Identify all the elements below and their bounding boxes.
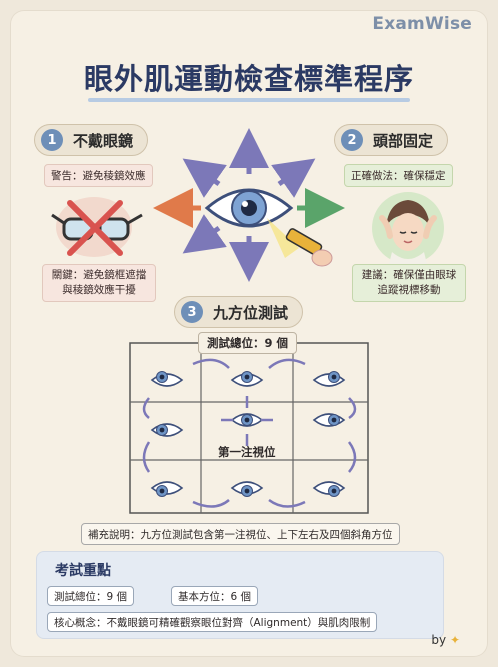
brand-logo: ExamWise xyxy=(372,14,472,34)
flashlight-icon xyxy=(285,228,333,267)
gaze-direction-arrow xyxy=(192,358,230,369)
total-positions-label: 測試總位：9 個 xyxy=(198,332,298,354)
nine-eyes xyxy=(142,358,357,508)
gaze-direction-arrow xyxy=(268,358,306,369)
section-2-header: 2 頭部固定 xyxy=(334,124,449,156)
eye-icon xyxy=(204,188,294,228)
person-head-icon xyxy=(372,192,444,268)
section-3-header: 3 九方位測試 xyxy=(174,296,304,328)
section-2-number: 2 xyxy=(341,129,363,151)
supplement-note: 補充說明：九方位測試包含第一注視位、上下左右及四個斜角方位 xyxy=(81,523,400,545)
footer-by-text: by xyxy=(431,633,447,647)
section-1-number: 1 xyxy=(41,129,63,151)
gaze-direction-arrow xyxy=(268,498,306,508)
gaze-eye-icon xyxy=(150,423,184,437)
central-eye-diagram xyxy=(153,128,345,282)
gaze-eye-icon xyxy=(150,371,184,387)
exam-title: 考試重點 xyxy=(55,563,111,579)
gaze-eye-icon xyxy=(150,481,184,497)
gaze-eye-icon xyxy=(312,371,346,387)
exam-chip-core: 核心概念：不戴眼鏡可精確觀察眼位對齊（Alignment）與肌肉限制 xyxy=(47,612,378,632)
correct-method-tag: 正確做法：確保穩定 xyxy=(344,164,453,187)
advice-tag: 建議：確保僅由眼球追蹤視標移動 xyxy=(352,264,466,302)
gaze-eye-icon xyxy=(230,371,264,387)
exam-chip-basic: 基本方位：6 個 xyxy=(171,586,259,606)
gaze-direction-arrow xyxy=(347,441,357,473)
exam-chip-total: 測試總位：9 個 xyxy=(47,586,135,606)
section-3-number: 3 xyxy=(181,301,203,323)
warning-tag: 警告：避免稜鏡效應 xyxy=(44,164,153,187)
gaze-eye-icon xyxy=(230,481,264,497)
footer-by: by ✦ xyxy=(431,633,460,647)
gaze-direction-arrow xyxy=(142,397,150,419)
section-2-label: 頭部固定 xyxy=(373,131,434,150)
gaze-eye-icon xyxy=(312,481,346,497)
title-underline xyxy=(88,98,410,102)
section-1-label: 不戴眼鏡 xyxy=(73,131,134,150)
gaze-eye-icon xyxy=(230,413,264,427)
gaze-direction-arrow xyxy=(348,397,357,420)
section-3-label: 九方位測試 xyxy=(213,303,289,322)
key-tag: 關鍵：避免鏡框遮擋與稜鏡效應干擾 xyxy=(42,264,156,302)
exam-key-points-panel: 考試重點 測試總位：9 個 基本方位：6 個 核心概念：不戴眼鏡可精確觀察眼位對… xyxy=(36,551,444,639)
primary-gaze-label: 第一注視位 xyxy=(218,445,276,459)
logo-icon: ✦ xyxy=(449,633,460,647)
glasses-prohibited-icon xyxy=(51,197,143,257)
gaze-eye-icon xyxy=(312,413,346,427)
section-1-header: 1 不戴眼鏡 xyxy=(34,124,149,156)
page-title: 眼外肌運動檢查標準程序 xyxy=(83,62,414,96)
gaze-direction-arrow xyxy=(142,441,151,473)
gaze-direction-arrow xyxy=(192,499,230,508)
